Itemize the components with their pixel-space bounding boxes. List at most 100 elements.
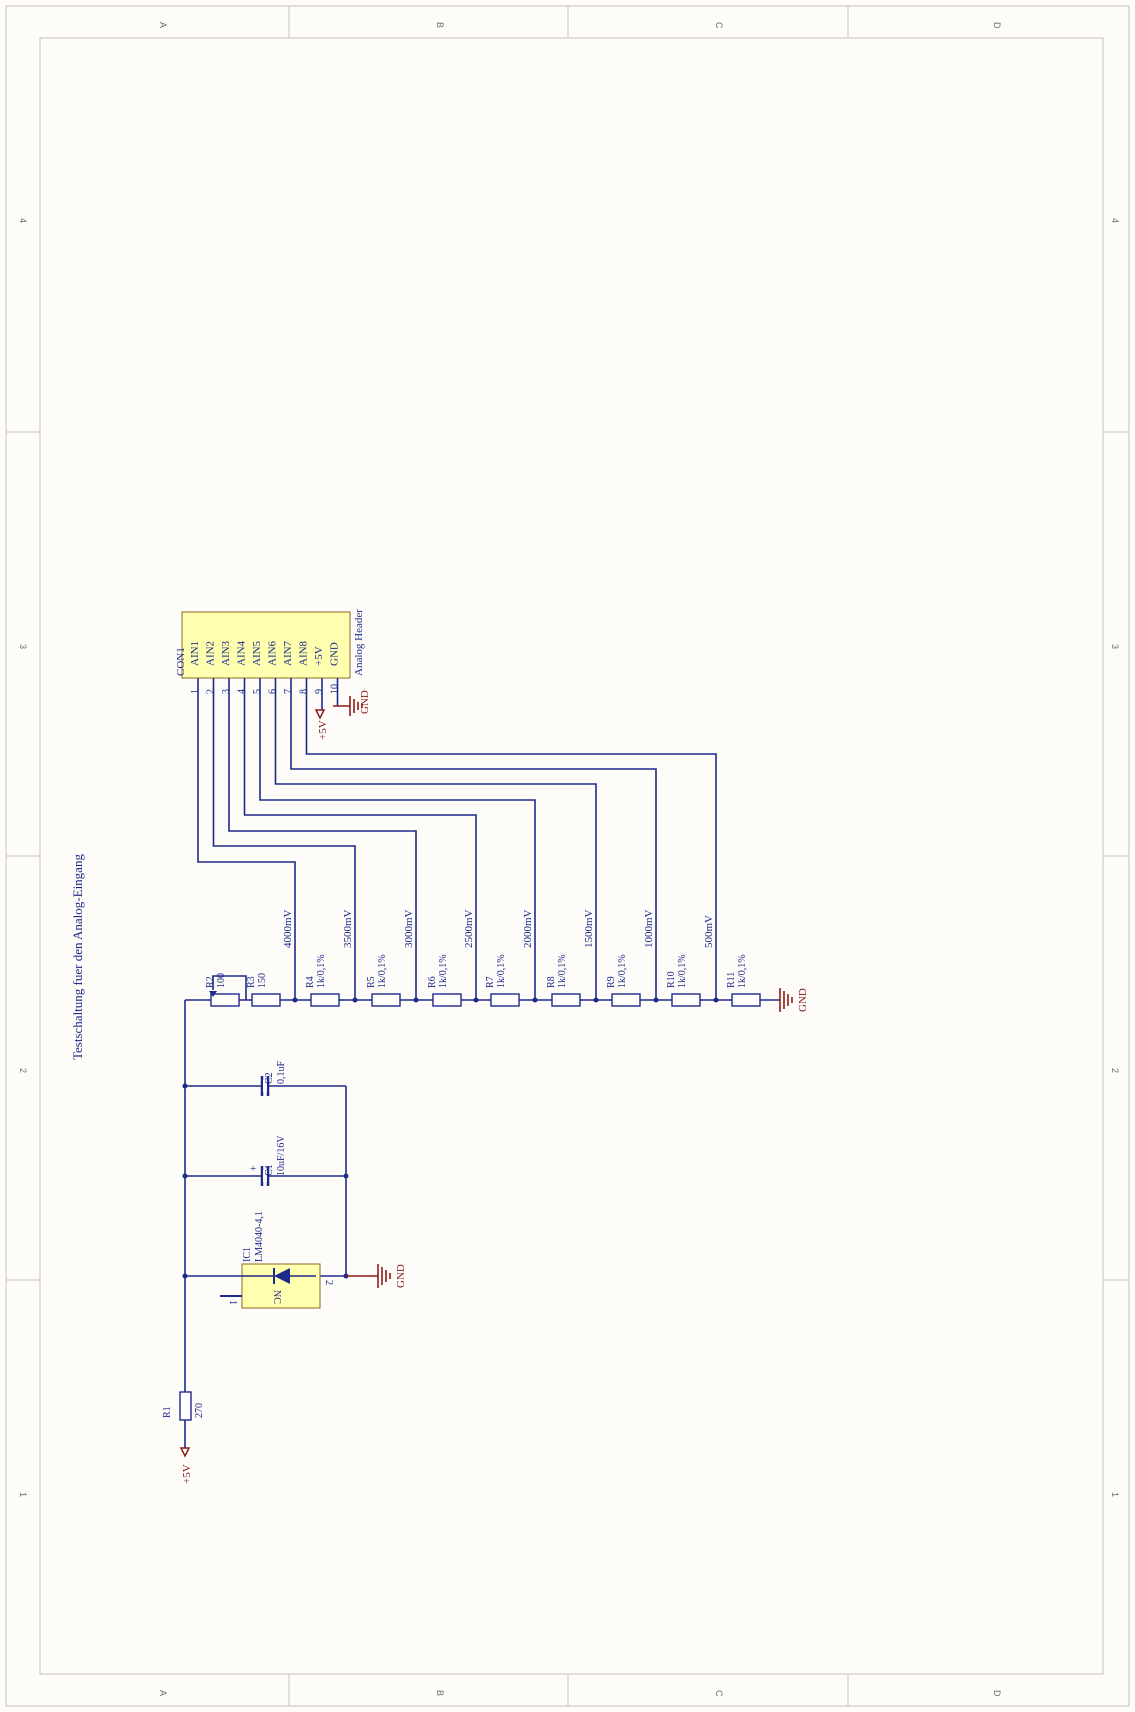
c2-value: 0,1uF bbox=[276, 1061, 287, 1085]
tap-voltage-label: 500mV bbox=[703, 915, 715, 948]
c1-value: 10uF/16V bbox=[276, 1135, 287, 1176]
gnd-symbol-ic1 bbox=[346, 1264, 391, 1288]
capacitor-c2 bbox=[260, 1076, 270, 1096]
capacitor-c1: + bbox=[250, 1163, 270, 1186]
resistor-value: 1k/0,1% bbox=[617, 954, 628, 988]
resistor-r11 bbox=[731, 993, 761, 1007]
zone-letter-bottom: C bbox=[714, 1690, 724, 1697]
resistor-value: 1k/0,1% bbox=[316, 954, 327, 988]
tap-voltage-label: 2500mV bbox=[463, 909, 475, 948]
tap-voltage-label: 1000mV bbox=[643, 909, 655, 948]
resistor-r10 bbox=[671, 993, 701, 1007]
r1-designator: R1 bbox=[162, 1406, 173, 1418]
resistor-value: 1k/0,1% bbox=[677, 954, 688, 988]
tap-wire-ain5 bbox=[259, 678, 536, 1000]
resistor-designator: R2 bbox=[205, 976, 216, 988]
resistor-designator: R4 bbox=[305, 976, 316, 988]
zone-number-left: 1 bbox=[18, 1492, 28, 1497]
resistor-designator: R11 bbox=[726, 972, 737, 988]
connector-pin-label: GND bbox=[329, 642, 341, 666]
resistor-r8 bbox=[551, 993, 581, 1007]
connector-pin-label: AIN8 bbox=[298, 640, 310, 666]
ic1-nc-label: NC bbox=[271, 1290, 282, 1304]
resistor-r5 bbox=[371, 993, 401, 1007]
resistor-designator: R5 bbox=[366, 976, 377, 988]
resistor-designator: R8 bbox=[546, 976, 557, 988]
connector-pin-label: AIN6 bbox=[267, 640, 279, 666]
tap-wire-ain2 bbox=[212, 678, 356, 1000]
resistor-designator: R9 bbox=[606, 976, 617, 988]
connector-pin-label: AIN1 bbox=[189, 641, 201, 666]
tap-wire-ain3 bbox=[228, 678, 417, 1000]
resistor-r3 bbox=[251, 993, 281, 1007]
resistor-designator: R7 bbox=[485, 976, 496, 988]
resistor-r2 bbox=[210, 993, 240, 1007]
zone-letter-top: C bbox=[714, 22, 724, 29]
tap-voltage-label: 3000mV bbox=[403, 909, 415, 948]
resistor-value: 1k/0,1% bbox=[737, 954, 748, 988]
resistor-value: 150 bbox=[257, 973, 268, 988]
zone-dividers bbox=[6, 6, 1129, 1706]
connector-pin-label: AIN2 bbox=[205, 641, 217, 666]
resistor-r9 bbox=[611, 993, 641, 1007]
zone-number-left: 2 bbox=[18, 1068, 28, 1073]
resistor-value: 1k/0,1% bbox=[557, 954, 568, 988]
connector-pin-number: 8 bbox=[299, 689, 310, 694]
vcc-flag-con1 bbox=[314, 709, 326, 720]
tap-voltage-label: 1500mV bbox=[583, 909, 595, 948]
svg-text:+: + bbox=[250, 1163, 256, 1175]
connector-pin-label: AIN5 bbox=[251, 640, 263, 666]
zone-letter-top: D bbox=[992, 22, 1002, 29]
c2-designator: C2 bbox=[264, 1072, 275, 1084]
vcc-flag-supply bbox=[179, 1447, 191, 1458]
resistor-designator: R3 bbox=[246, 976, 257, 988]
ic1-pin2: 2 bbox=[323, 1280, 334, 1285]
tap-wire-ain4 bbox=[243, 678, 477, 1000]
connector-pin-number: 3 bbox=[221, 689, 232, 694]
outer-border bbox=[5, 5, 1130, 1707]
ic1-pin1: 1 bbox=[227, 1300, 238, 1305]
gnd-label-divider: GND bbox=[797, 988, 809, 1012]
zone-number-right: 4 bbox=[1110, 218, 1120, 223]
zone-letter-bottom: D bbox=[992, 1690, 1002, 1697]
tap-wire-ain7 bbox=[290, 678, 657, 1000]
vcc-label-supply: +5V bbox=[181, 1464, 193, 1484]
zone-letter-top: A bbox=[158, 22, 168, 28]
vcc-label-con1: +5V bbox=[317, 720, 329, 740]
connector-pin-number: 4 bbox=[237, 689, 248, 694]
ic1-body bbox=[241, 1263, 321, 1309]
connector-pin-number: 10 bbox=[330, 684, 341, 694]
zone-letter-top: B bbox=[435, 22, 445, 28]
connector-pin-number: 5 bbox=[252, 689, 263, 694]
zone-number-right: 2 bbox=[1110, 1068, 1120, 1073]
resistor-value: 1k/0,1% bbox=[496, 954, 507, 988]
resistor-r1 bbox=[179, 1391, 192, 1421]
gnd-label-ic1: GND bbox=[395, 1264, 407, 1288]
resistor-designator: R6 bbox=[427, 976, 438, 988]
resistor-r7 bbox=[490, 993, 520, 1007]
connector-pin-number: 2 bbox=[206, 689, 217, 694]
connector-pin-label: +5V bbox=[313, 646, 325, 666]
zone-number-left: 4 bbox=[18, 218, 28, 223]
tap-voltage-label: 3500mV bbox=[342, 909, 354, 948]
tap-wire-ain6 bbox=[274, 678, 597, 1000]
c1-designator: C1 bbox=[264, 1164, 275, 1176]
connector-designator: CON1 bbox=[175, 647, 187, 676]
connector-pin-label: AIN3 bbox=[220, 640, 232, 666]
connector-body bbox=[181, 611, 351, 679]
resistor-value: 100 bbox=[216, 973, 227, 988]
zone-letter-bottom: B bbox=[435, 1690, 445, 1696]
connector-pin-label: AIN4 bbox=[236, 640, 248, 666]
ic1-value: LM4040-4,1 bbox=[254, 1211, 265, 1262]
inner-border bbox=[39, 37, 1104, 1675]
zone-number-left: 3 bbox=[18, 644, 28, 649]
tap-wire-ain1 bbox=[197, 678, 296, 1000]
resistor-r6 bbox=[432, 993, 462, 1007]
tap-voltage-label: 2000mV bbox=[522, 909, 534, 948]
connector-pin-number: 6 bbox=[268, 689, 279, 694]
connector-pin-number: 9 bbox=[314, 689, 325, 694]
r1-value: 270 bbox=[194, 1403, 205, 1418]
connector-pins: AIN11AIN22AIN33AIN44AIN55AIN66AIN77AIN88… bbox=[189, 640, 341, 694]
